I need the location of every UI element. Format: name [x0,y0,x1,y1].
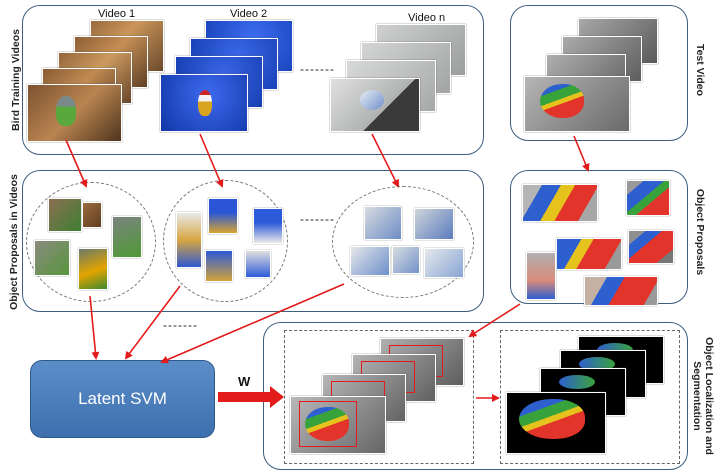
video-ellipsis: ------- [300,62,335,76]
arrow [573,135,590,172]
proposal-crop [253,208,283,244]
proposal-crop [205,250,233,282]
test-proposal-crop [628,230,674,264]
video-2-title: Video 2 [230,8,268,20]
arrow [65,139,88,188]
proposal-crop [78,248,108,290]
segmentation-box [500,330,680,464]
segmentation-frame [506,392,606,454]
video-1-title: Video 1 [98,8,136,20]
test-proposal-crop [522,184,598,222]
arrow [89,295,100,360]
proposals-ellipsis: ------- [300,212,335,226]
arrow [124,285,181,360]
lorikeet-image [305,407,349,441]
proposal-crop [176,212,202,268]
svm-ellipsis: ------- [163,318,198,332]
test-proposal-crop [556,238,622,270]
proposal-ellipse-3 [332,186,474,298]
segmented-bird [559,375,595,389]
parrot-image [56,96,76,126]
budgie-image [360,90,384,110]
arrow [468,303,521,338]
goldfinch-image [198,90,212,116]
proposal-crop [364,206,402,240]
proposal-crop [82,202,102,228]
proposal-crop [392,246,420,274]
w-arrow [218,386,284,408]
lorikeet-image [540,84,584,118]
proposal-crop [208,198,238,234]
arrow [160,283,345,364]
localization-frame [290,396,386,454]
proposal-crop [424,248,464,278]
latent-svm-box: Latent SVM [30,360,215,438]
test-proposal-crop [584,276,658,306]
proposal-crop [245,250,271,278]
arrow [199,133,224,188]
w-label: W [238,374,251,389]
localization-box [284,330,474,464]
bounding-box [299,401,357,447]
segmented-bird [579,357,615,371]
proposal-crop [48,198,82,232]
proposal-crop [112,216,142,258]
latent-svm-label: Latent SVM [78,389,167,408]
test-proposal-crop [526,252,556,300]
arrow [371,133,399,188]
proposal-crop [350,246,390,276]
test-proposal-crop [626,180,670,216]
proposal-crop [34,240,70,276]
proposal-crop [414,208,454,240]
segmented-bird [519,399,585,439]
video-n-title: Video n [408,12,446,24]
